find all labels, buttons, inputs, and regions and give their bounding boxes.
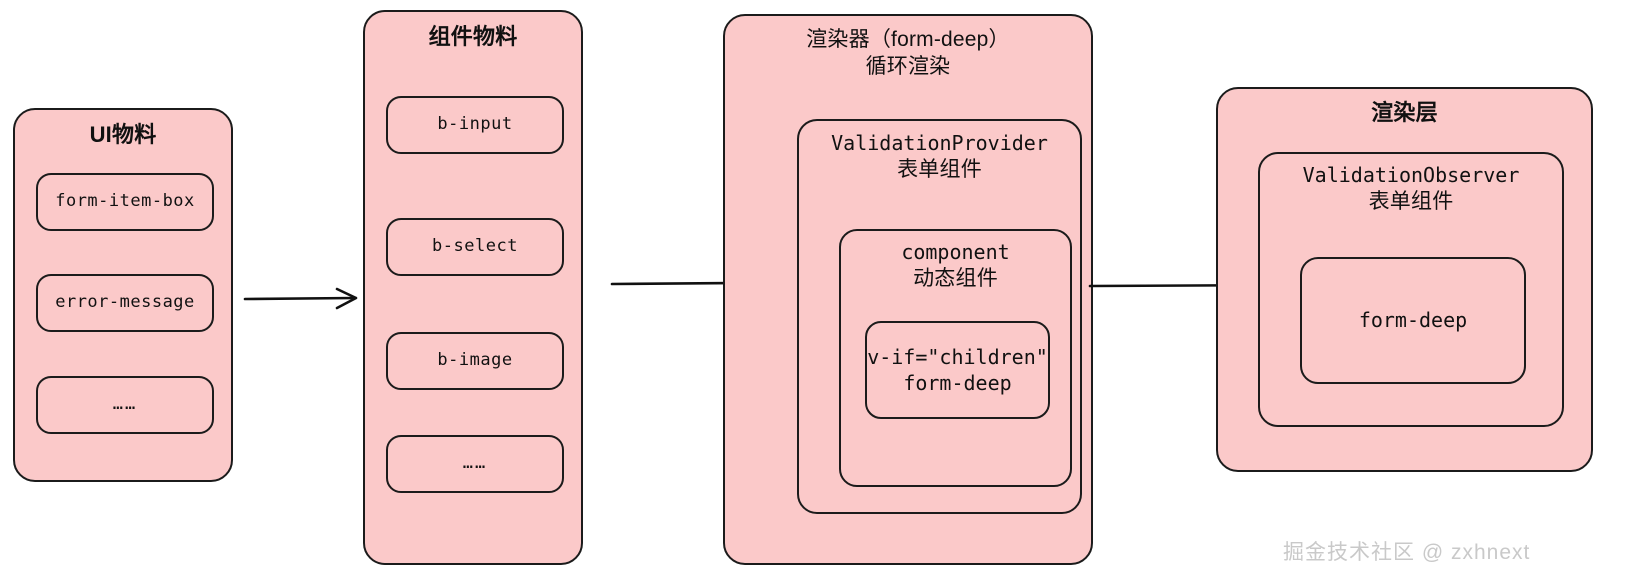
box-validation-observer-title-line2: 表单组件 [1368,190,1454,213]
box-form-deep: form-deep [1300,257,1526,384]
panel-render-layer-title: 渲染层 [1371,100,1438,125]
chip-form-item-box-label: form-item-box [55,191,195,212]
box-validation-provider: ValidationProvider 表单组件 component 动态组件 v… [797,119,1082,514]
chip-b-select-label: b-select [432,236,518,257]
box-validation-provider-title: ValidationProvider 表单组件 [831,130,1048,183]
chip-error-message-label: error-message [55,292,195,313]
box-form-deep-label: form-deep [1358,307,1468,332]
chip-b-input-label: b-input [437,114,513,135]
panel-renderer-title-line2: 循环渲染 [865,55,951,79]
chip-error-message: error-message [36,274,214,332]
box-component-title-line1: component [901,240,1010,264]
box-validation-provider-title-line1: ValidationProvider [831,131,1048,155]
chip-ui-more-label: …… [112,394,138,415]
box-validation-observer-title: ValidationObserver 表单组件 [1303,162,1520,215]
box-validation-provider-title-line2: 表单组件 [897,158,982,181]
watermark: 掘金技术社区 @ zxhnext [1283,541,1531,564]
panel-render-layer: 渲染层 ValidationObserver 表单组件 form-deep [1216,87,1593,472]
chip-component-more-label: …… [462,453,488,474]
arrow-ui-to-component [243,287,358,310]
panel-renderer-title: 渲染器（form-deep） 循环渲染 [806,26,1010,81]
chip-form-item-box: form-item-box [36,173,214,231]
box-v-if-children-title: v-if="children" form-deep [867,344,1048,396]
panel-renderer-title-line1: 渲染器（form-deep） [806,28,1010,51]
panel-ui-materials: UI物料 form-item-box error-message …… [13,108,233,482]
box-component-title-line2: 动态组件 [913,267,998,290]
panel-component-materials-title: 组件物料 [428,24,518,49]
chip-b-input: b-input [386,96,564,154]
chip-ui-more: …… [36,376,214,434]
panel-renderer: 渲染器（form-deep） 循环渲染 ValidationProvider 表… [723,14,1093,565]
box-component: component 动态组件 v-if="children" form-deep [839,229,1072,487]
panel-component-materials: 组件物料 b-input b-select b-image …… [363,10,583,565]
box-validation-observer: ValidationObserver 表单组件 form-deep [1258,152,1564,427]
chip-b-select: b-select [386,218,564,276]
chip-b-image: b-image [386,332,564,390]
panel-ui-materials-title: UI物料 [89,122,157,147]
chip-b-image-label: b-image [437,350,513,371]
chip-component-more: …… [386,435,564,493]
box-validation-observer-title-line1: ValidationObserver [1302,163,1520,187]
box-component-title: component 动态组件 [901,239,1009,292]
box-v-if-children-title-line2: form-deep [903,371,1012,395]
box-v-if-children-title-line1: v-if="children" [867,345,1048,369]
box-v-if-children: v-if="children" form-deep [865,321,1050,419]
